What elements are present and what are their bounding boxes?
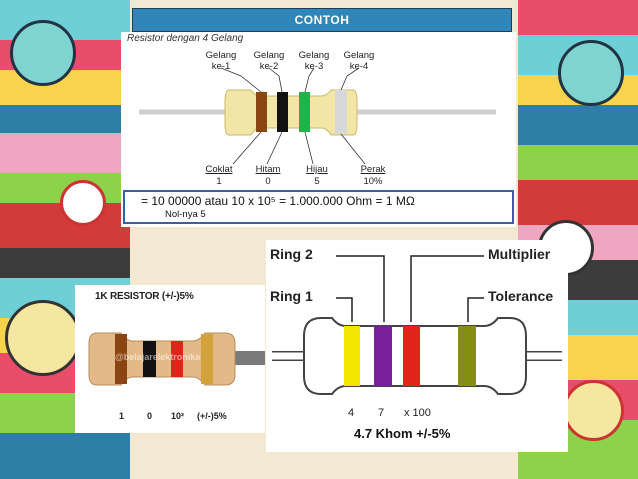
formula-text: = 10 00000 atau 10 x 10⁵ = 1.000.000 Ohm… bbox=[141, 194, 415, 208]
color-name: Coklat bbox=[205, 164, 233, 175]
watermark: @belajarelektronika bbox=[115, 352, 201, 362]
code-1: 1 bbox=[119, 411, 125, 421]
four-band-example-panel: Resistor dengan 4 Gelang Gelang ke-1 Gel… bbox=[121, 32, 516, 227]
code-3: 10² bbox=[171, 411, 185, 421]
slide-title: CONTOH bbox=[132, 8, 512, 32]
formula-note: Nol-nya 5 bbox=[165, 209, 206, 220]
band-label-2: Gelang ke-2 bbox=[253, 50, 285, 72]
multiplier-label: Multiplier bbox=[488, 246, 551, 262]
color-value: 5 bbox=[314, 176, 320, 187]
ring-2-label: Ring 2 bbox=[270, 246, 313, 262]
ring-1-label: Ring 1 bbox=[270, 288, 313, 304]
multiplier-value: x 100 bbox=[404, 407, 431, 419]
one-k-resistor-drawing bbox=[88, 332, 265, 386]
four-band-resistor-drawing bbox=[139, 67, 496, 165]
tolerance-label: Tolerance bbox=[488, 288, 554, 304]
formula-box: = 10 00000 atau 10 x 10⁵ = 1.000.000 Ohm… bbox=[123, 190, 514, 224]
one-k-resistor-panel: 1K RESISTOR (+/-)5% @belajarelektronika … bbox=[75, 285, 265, 433]
one-k-title: 1K RESISTOR (+/-)5% bbox=[95, 291, 194, 302]
decorative-background-left bbox=[0, 0, 130, 479]
color-value: 0 bbox=[265, 176, 271, 187]
color-code-coklat: Coklat 1 bbox=[199, 164, 239, 188]
code-4: (+/-)5% bbox=[197, 411, 227, 421]
color-code-hijau: Hijau 5 bbox=[297, 164, 337, 188]
color-code-hitam: Hitam 0 bbox=[248, 164, 288, 188]
digit-1: 4 bbox=[348, 407, 355, 419]
panel-heading: Resistor dengan 4 Gelang bbox=[127, 33, 244, 44]
digit-2: 7 bbox=[378, 407, 385, 419]
color-name: Hitam bbox=[255, 164, 281, 175]
code-2: 0 bbox=[147, 411, 153, 421]
resistance-result: 4.7 Khom +/-5% bbox=[354, 426, 451, 441]
band-label-3: Gelang ke-3 bbox=[298, 50, 330, 72]
band-label-4: Gelang ke-4 bbox=[343, 50, 375, 72]
color-value: 10% bbox=[363, 176, 383, 187]
four-point-seven-k-panel: Ring 2 Ring 1 Multiplier Tolerance 4 7 x… bbox=[266, 240, 568, 452]
color-value: 1 bbox=[216, 176, 222, 187]
four-point-seven-k-resistor-drawing bbox=[272, 255, 562, 395]
color-name: Hijau bbox=[306, 164, 328, 175]
color-name: Perak bbox=[360, 164, 386, 175]
band-label-1: Gelang ke-1 bbox=[205, 50, 237, 72]
color-code-perak: Perak 10% bbox=[353, 164, 393, 188]
